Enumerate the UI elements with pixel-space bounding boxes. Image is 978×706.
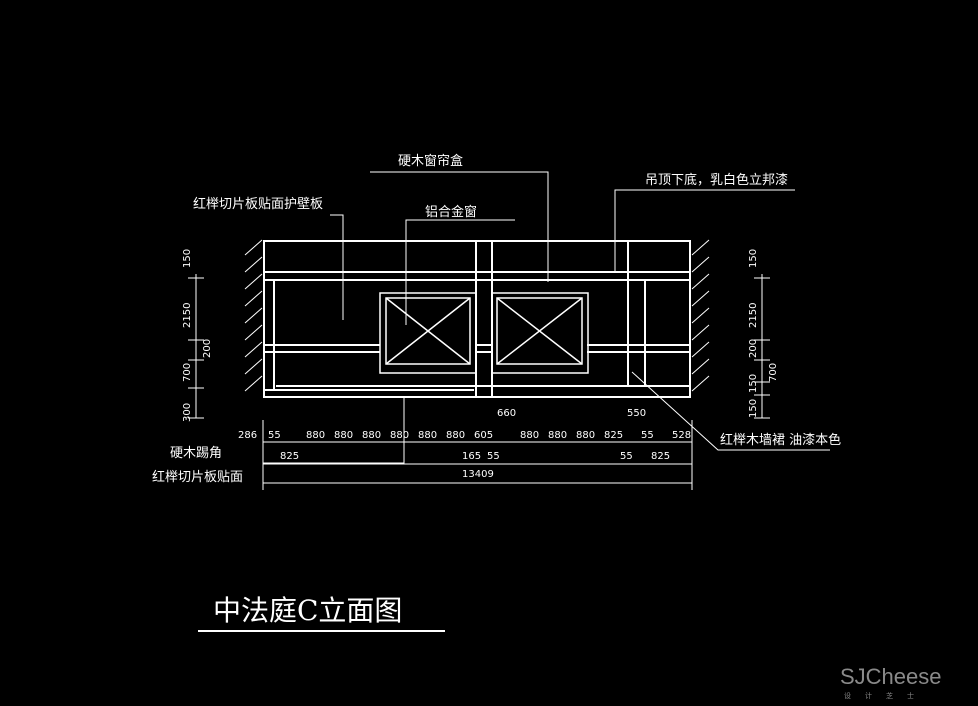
- dim-b1-11: 880: [576, 430, 595, 441]
- window-left: [379, 292, 477, 374]
- dim-b2-2: 55: [487, 451, 500, 462]
- wall-hatch-right: [691, 239, 710, 392]
- dim-b1-10: 880: [548, 430, 567, 441]
- dim-b1-2: 880: [306, 430, 325, 441]
- dimension-lines: [188, 274, 770, 490]
- label-skirting: 红榉木墙裙 油漆本色: [720, 432, 841, 448]
- label-window: 铝合金窗: [425, 204, 477, 220]
- label-curtain-box: 硬木窗帘盒: [398, 153, 463, 169]
- dim-b1-7: 880: [446, 430, 465, 441]
- dim-b2-4: 825: [651, 451, 670, 462]
- dim-top-1: 550: [627, 408, 646, 419]
- dim-b1-3: 880: [334, 430, 353, 441]
- watermark-brand: SJCheese: [840, 664, 942, 689]
- dims-right: 150 2150 200 150 700 150: [748, 249, 779, 418]
- dims-bottom-row1: 286 55 880 880 880 880 880 880 605 880 8…: [238, 430, 691, 441]
- dim-b1-14: 528: [672, 430, 691, 441]
- dim-b2-0: 825: [280, 451, 299, 462]
- dim-left-0: 150: [182, 249, 193, 268]
- dim-b2-1: 165: [462, 451, 481, 462]
- dim-right-1: 2150: [748, 303, 759, 328]
- dim-b1-9: 880: [520, 430, 539, 441]
- dim-b1-1: 55: [268, 430, 281, 441]
- dim-top-0: 660: [497, 408, 516, 419]
- dim-total: 13409: [462, 469, 494, 480]
- dim-left-1: 2150: [182, 303, 193, 328]
- dim-right-3: 150: [748, 374, 759, 393]
- wall-hatch-left: [244, 239, 263, 392]
- watermark-sub: 设计芝士: [844, 691, 928, 700]
- window-right: [491, 292, 589, 374]
- dim-right-4: 700: [768, 363, 779, 382]
- dim-right-5: 150: [748, 399, 759, 418]
- dim-b1-5: 880: [390, 430, 409, 441]
- label-veneer: 红榉切片板贴面: [152, 469, 243, 485]
- elevation-frame: [263, 240, 691, 398]
- dim-b2-3: 55: [620, 451, 633, 462]
- dim-b1-13: 55: [641, 430, 654, 441]
- dim-b1-6: 880: [418, 430, 437, 441]
- label-ceiling: 吊顶下底，乳白色立邦漆: [645, 172, 788, 188]
- dim-b1-0: 286: [238, 430, 257, 441]
- dim-b1-4: 880: [362, 430, 381, 441]
- label-corner: 硬木踢角: [170, 446, 222, 461]
- dim-b1-8: 605: [474, 430, 493, 441]
- dim-right-0: 150: [748, 249, 759, 268]
- dim-left-4: 300: [182, 403, 193, 422]
- leader-lines: [263, 171, 830, 464]
- dim-left-3: 700: [182, 363, 193, 382]
- dim-b1-12: 825: [604, 430, 623, 441]
- drawing-title: 中法庭C立面图: [213, 594, 402, 627]
- dim-right-2: 200: [748, 339, 759, 358]
- label-wall-panel: 红榉切片板贴面护壁板: [193, 196, 323, 212]
- dim-left-2: 200: [202, 339, 213, 358]
- dims-bottom-row2: 825 165 55 55 825: [280, 451, 670, 462]
- dims-left: 150 2150 200 700 300: [182, 249, 213, 422]
